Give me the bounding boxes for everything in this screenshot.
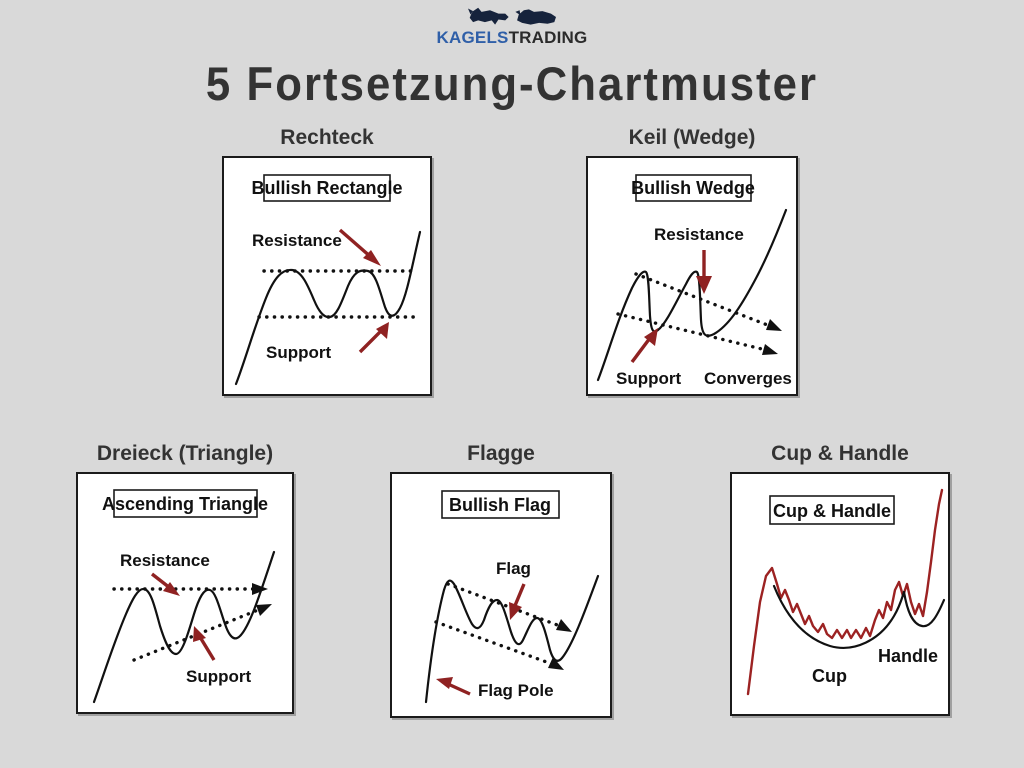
pattern-panel-rechteck: Rechteck Bullish Rectangle Resistance Su…: [222, 126, 432, 396]
label-box-cup-handle: [769, 495, 895, 525]
annotation-flag-pole-arrow: [436, 677, 471, 696]
annotation-handle-text: Handle: [878, 646, 938, 666]
chart-box-cup-handle: Cup & Handle Cup Handle: [730, 472, 950, 716]
triangle-support-line: [132, 608, 260, 662]
price-line-cup-handle: [746, 488, 944, 696]
annotation-support-text: Support: [266, 343, 331, 362]
page-title: 5 Fortsetzung-Chartmuster: [205, 57, 819, 110]
panel-heading-keil: Keil (Wedge): [628, 126, 756, 149]
cup-outline: [772, 584, 906, 649]
brand-logo: KAGELSTRADING: [0, 6, 1024, 50]
flag-lower-arrowhead: [548, 657, 564, 670]
annotation-resistance-arrow-dreieck: [150, 572, 180, 596]
annotation-support-text-keil: Support: [616, 369, 681, 388]
chart-box-flagge: Bullish Flag Flag Flag Pole: [390, 472, 612, 718]
annotation-resistance-arrow-keil: [696, 250, 712, 294]
wedge-lower-line: [616, 312, 768, 352]
flag-upper-arrowhead: [556, 619, 572, 632]
panel-heading-dreieck: Dreieck (Triangle): [96, 442, 274, 465]
bull-and-bear-icon: [468, 7, 556, 25]
chart-label-dreieck: Ascending Triangle: [102, 494, 268, 514]
annotation-support-arrow-keil: [630, 328, 658, 364]
pattern-panel-dreieck: Dreieck (Triangle) Ascending Triangle Re…: [76, 442, 294, 714]
label-box-dreieck: [113, 489, 258, 518]
chart-label-cup-handle: Cup & Handle: [773, 501, 891, 521]
chart-label-flagge: Bullish Flag: [449, 495, 551, 515]
triangle-resistance-arrowhead: [252, 583, 268, 595]
flag-upper-line: [446, 582, 562, 628]
brand-name-primary: KAGELS: [436, 28, 509, 47]
annotation-support-text-dreieck: Support: [186, 667, 251, 686]
pattern-panel-flagge: Flagge Bullish Flag Flag Flag Pole: [390, 442, 612, 718]
annotation-flag-text: Flag: [496, 559, 531, 578]
flag-lower-line: [434, 620, 554, 666]
chart-dreieck: Ascending Triangle Resistance Support: [92, 489, 276, 704]
handle-outline: [902, 590, 946, 628]
label-box-rechteck: [263, 174, 391, 202]
wedge-upper-line: [634, 272, 772, 328]
annotation-cup-text: Cup: [812, 666, 847, 686]
chart-box-keil: Bullish Wedge Resistance Support Converg…: [586, 156, 798, 396]
price-line-dreieck: [92, 550, 276, 704]
chart-label-keil: Bullish Wedge: [631, 178, 755, 198]
triangle-support-arrowhead: [256, 604, 272, 616]
annotation-support-arrow: [358, 322, 389, 354]
annotation-resistance-text-keil: Resistance: [654, 225, 744, 244]
chart-flagge: Bullish Flag Flag Flag Pole: [424, 490, 600, 704]
annotation-resistance-text: Resistance: [252, 231, 342, 250]
panel-heading-rechteck: Rechteck: [280, 126, 374, 149]
chart-keil: Bullish Wedge Resistance Support Converg…: [596, 174, 792, 388]
annotation-flag-pole-text: Flag Pole: [478, 681, 554, 700]
chart-label-rechteck: Bullish Rectangle: [251, 178, 402, 198]
pattern-panel-cup-handle: Cup & Handle Cup & Handle Cup Handle: [730, 442, 950, 716]
pattern-panel-keil: Keil (Wedge) Bullish Wedge Resistance Su…: [586, 126, 798, 396]
price-line-rechteck: [234, 230, 422, 386]
chart-box-rechteck: Bullish Rectangle Resistance Support: [222, 156, 432, 396]
annotation-resistance-text-dreieck: Resistance: [120, 551, 210, 570]
panel-heading-flagge: Flagge: [467, 442, 535, 465]
annotation-converges-text: Converges: [704, 369, 792, 388]
annotation-support-arrow-dreieck: [193, 626, 216, 661]
annotation-flag-arrow: [509, 583, 526, 620]
label-box-flagge: [441, 490, 560, 519]
chart-cup-handle: Cup & Handle Cup Handle: [746, 488, 946, 696]
panel-heading-cup-handle: Cup & Handle: [771, 442, 909, 465]
brand-name-secondary: TRADING: [508, 28, 588, 47]
brand-wordmark: KAGELSTRADING: [0, 28, 1024, 48]
price-line-flagge: [424, 574, 600, 704]
wedge-lower-arrowhead: [762, 344, 778, 355]
price-line-keil: [596, 208, 788, 382]
annotation-resistance-arrow: [338, 228, 381, 266]
wedge-upper-arrowhead: [766, 319, 782, 331]
label-box-keil: [635, 174, 752, 202]
chart-rechteck: Bullish Rectangle Resistance Support: [234, 174, 422, 386]
chart-box-dreieck: Ascending Triangle Resistance Support: [76, 472, 294, 714]
